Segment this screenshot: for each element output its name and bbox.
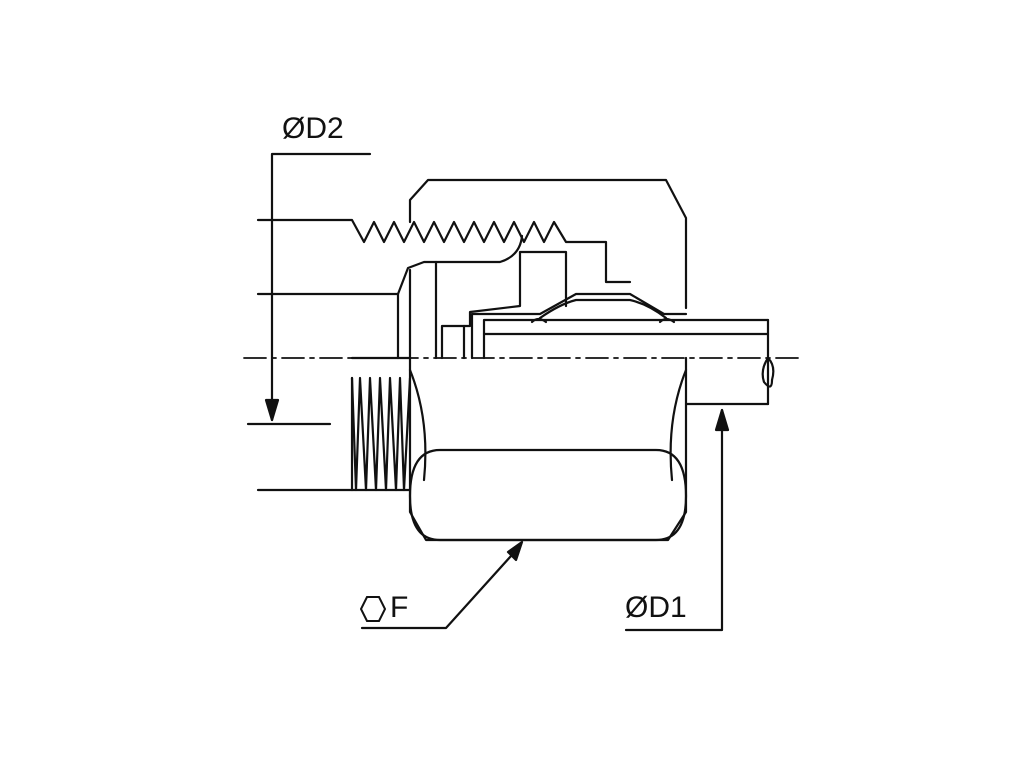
cutting-ring-inner (538, 298, 668, 320)
thread-profile (256, 218, 632, 284)
hex-chamfer-left (408, 368, 427, 482)
cone-seat (440, 250, 568, 360)
cutting-ring (470, 292, 688, 360)
d2-arrowhead (264, 398, 280, 422)
label-d2: ØD2 (282, 112, 344, 145)
f-arrowhead (506, 540, 524, 562)
hex-flat (408, 448, 688, 542)
hexagon-icon (360, 596, 386, 622)
label-f: F (390, 591, 409, 624)
stud-thread (350, 376, 412, 492)
label-d1: ØD1 (625, 591, 687, 624)
nut-outer-body (408, 178, 688, 310)
d2-leader (270, 152, 372, 422)
cone-inner (396, 234, 524, 296)
tube-upper (482, 318, 770, 360)
hex-chamfer-right (669, 368, 688, 482)
tube-end-curve (761, 356, 775, 388)
cone-section (256, 292, 400, 360)
f-leader (360, 544, 522, 630)
d1-leader (624, 408, 724, 632)
d1-arrowhead (714, 408, 730, 432)
